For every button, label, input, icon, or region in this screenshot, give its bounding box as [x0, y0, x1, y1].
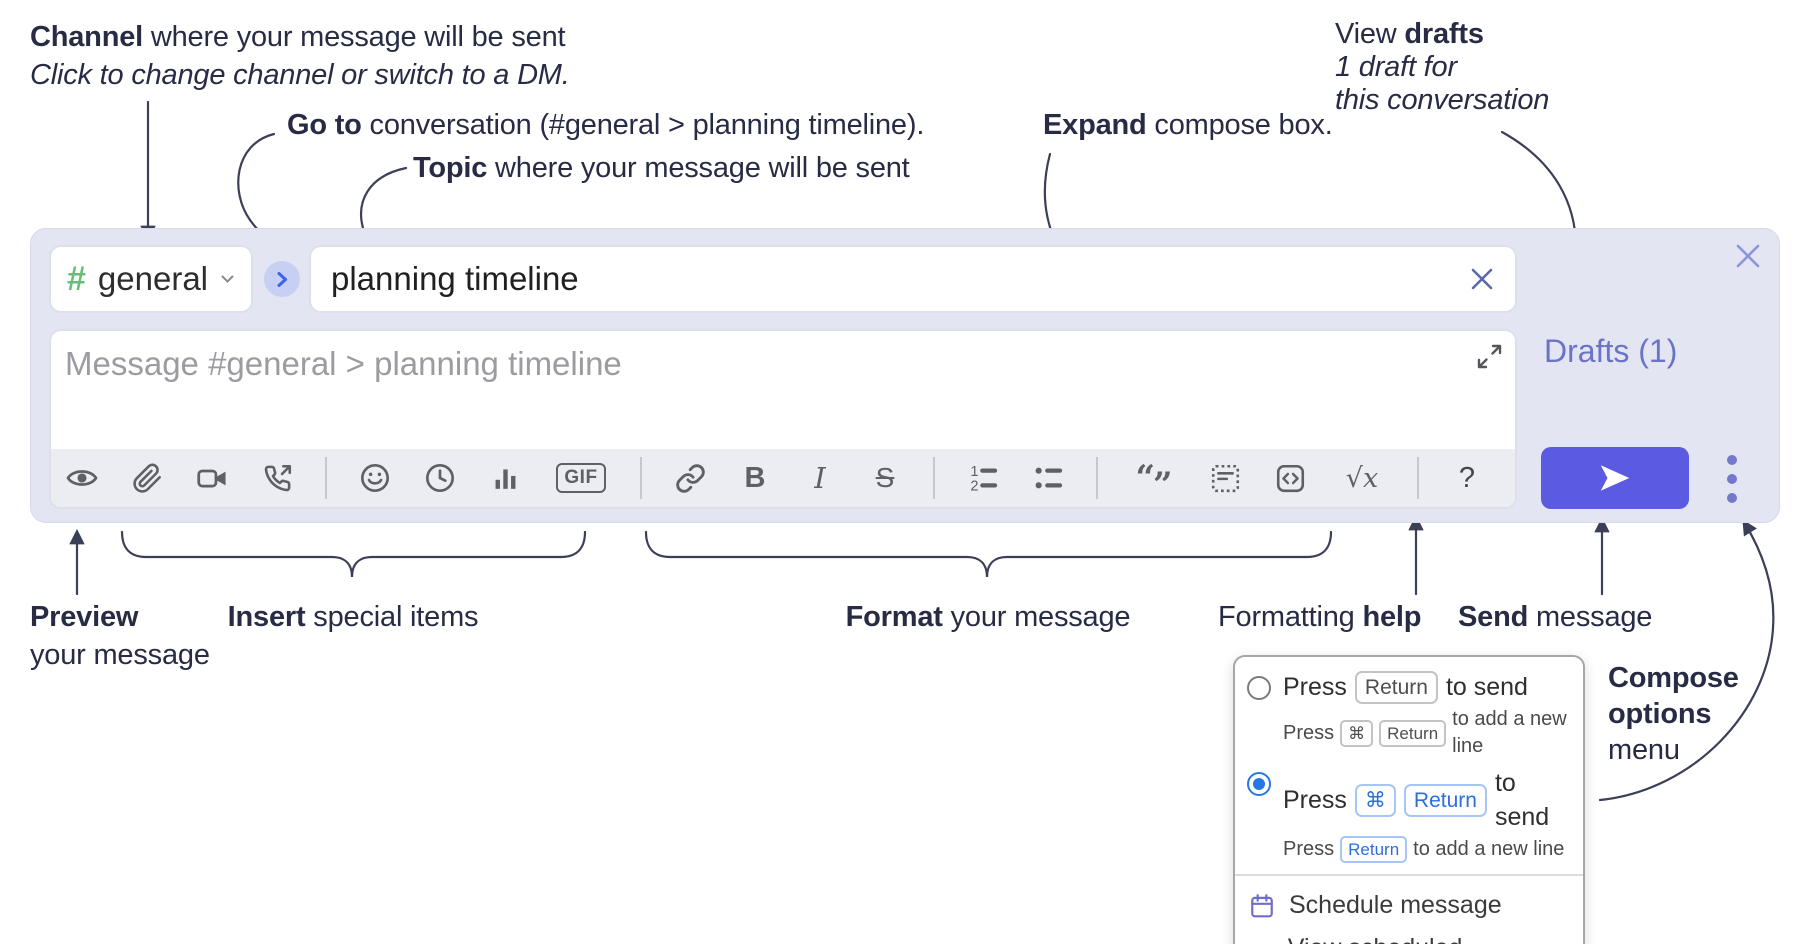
- toolbar-divider: [325, 457, 327, 499]
- preview-eye-icon[interactable]: [65, 461, 99, 495]
- format-annotation: Format your message: [845, 601, 1131, 633]
- insert-brace: [120, 530, 587, 578]
- topic-input[interactable]: planning timeline: [309, 245, 1517, 313]
- cmd-key-chip: ⌘: [1340, 719, 1374, 747]
- bold-icon[interactable]: B: [744, 461, 766, 494]
- dot: [1727, 474, 1737, 484]
- return-key-chip: Return: [1379, 719, 1447, 747]
- option-enter-to-send[interactable]: Press Return to send Press ⌘ Return to a…: [1235, 667, 1583, 763]
- drafts-annotation: View drafts 1 draft for this conversatio…: [1335, 18, 1550, 116]
- chevron-right-icon: [277, 271, 287, 287]
- bulleted-list-icon[interactable]: [1031, 461, 1065, 495]
- preview-annotation: Preview your message: [30, 601, 210, 671]
- message-textarea[interactable]: Message #general > planning timeline: [49, 329, 1517, 509]
- drafts-link[interactable]: Drafts (1): [1544, 333, 1678, 369]
- return-key-chip: Return: [1403, 783, 1487, 817]
- option-cmd-enter-to-send[interactable]: Press ⌘ Return to send Press Return to a…: [1235, 763, 1583, 866]
- compose-options-menu: Press Return to send Press ⌘ Return to a…: [1233, 655, 1585, 944]
- menu-item-schedule-message[interactable]: Schedule message: [1235, 884, 1583, 927]
- channel-name: general: [97, 260, 209, 297]
- return-key-chip: Return: [1354, 670, 1438, 704]
- radio-unselected[interactable]: [1247, 676, 1271, 700]
- channel-selector[interactable]: # general: [49, 245, 253, 313]
- topic-value: planning timeline: [331, 260, 579, 297]
- send-annotation: Send message: [1458, 601, 1653, 633]
- topic-annotation: Topic where your message will be sent: [413, 152, 910, 184]
- quote-icon[interactable]: “”: [1135, 458, 1172, 505]
- channel-annotation: Channel where your message will be sent …: [30, 21, 570, 91]
- formatting-help-annotation: Formatting help: [1218, 601, 1422, 633]
- svg-text:1: 1: [970, 464, 978, 480]
- compose-toolbar: GIF B I S 1 2: [51, 449, 1515, 507]
- go-to-conversation-button[interactable]: [264, 261, 300, 297]
- cmd-key-chip: ⌘: [1354, 783, 1396, 817]
- expand-compose-icon[interactable]: [1476, 343, 1503, 370]
- emoji-icon[interactable]: [358, 461, 392, 495]
- toolbar-divider: [640, 457, 642, 499]
- code-icon[interactable]: [1273, 461, 1307, 495]
- link-icon[interactable]: [673, 461, 707, 495]
- close-compose-icon[interactable]: [1733, 241, 1763, 271]
- return-key-chip: Return: [1340, 836, 1408, 863]
- italic-icon[interactable]: I: [814, 461, 826, 495]
- clear-topic-icon[interactable]: [1469, 266, 1495, 292]
- video-call-icon[interactable]: [195, 461, 229, 495]
- dot: [1727, 455, 1737, 465]
- compose-options-button[interactable]: [1715, 455, 1749, 503]
- spoiler-icon[interactable]: [1208, 461, 1242, 495]
- strikethrough-icon[interactable]: S: [875, 462, 895, 493]
- dot: [1727, 493, 1737, 503]
- insert-annotation: Insert special items: [227, 601, 479, 633]
- global-time-icon[interactable]: [423, 461, 457, 495]
- poll-icon[interactable]: [488, 461, 522, 495]
- formatting-help-icon[interactable]: ?: [1458, 461, 1476, 494]
- send-icon: [1600, 465, 1630, 491]
- send-button[interactable]: [1541, 447, 1689, 509]
- compose-options-annotation: Compose options menu: [1608, 662, 1739, 766]
- toolbar-divider: [1417, 457, 1419, 499]
- numbered-list-icon[interactable]: 1 2: [966, 461, 1000, 495]
- toolbar-divider: [1096, 457, 1098, 499]
- compose-box: # general planning timeline Message #gen…: [30, 228, 1780, 523]
- toolbar-divider: [933, 457, 935, 499]
- chevron-down-icon: [221, 275, 234, 283]
- radio-selected[interactable]: [1247, 772, 1271, 796]
- channel-hash-icon: #: [67, 259, 86, 298]
- attach-paperclip-icon[interactable]: [130, 461, 164, 495]
- format-brace: [644, 530, 1333, 578]
- calendar-icon: [1251, 893, 1273, 917]
- voice-call-icon[interactable]: [260, 461, 294, 495]
- gif-icon[interactable]: GIF: [553, 461, 609, 495]
- math-icon[interactable]: √x: [1345, 462, 1379, 494]
- message-placeholder: Message #general > planning timeline: [65, 345, 622, 382]
- menu-item-view-scheduled-messages[interactable]: View scheduled messages: [1235, 927, 1583, 944]
- goto-annotation: Go to conversation (#general > planning …: [287, 109, 925, 141]
- expand-annotation: Expand compose box.: [1043, 109, 1333, 141]
- svg-text:2: 2: [970, 479, 978, 494]
- menu-divider: [1235, 874, 1583, 876]
